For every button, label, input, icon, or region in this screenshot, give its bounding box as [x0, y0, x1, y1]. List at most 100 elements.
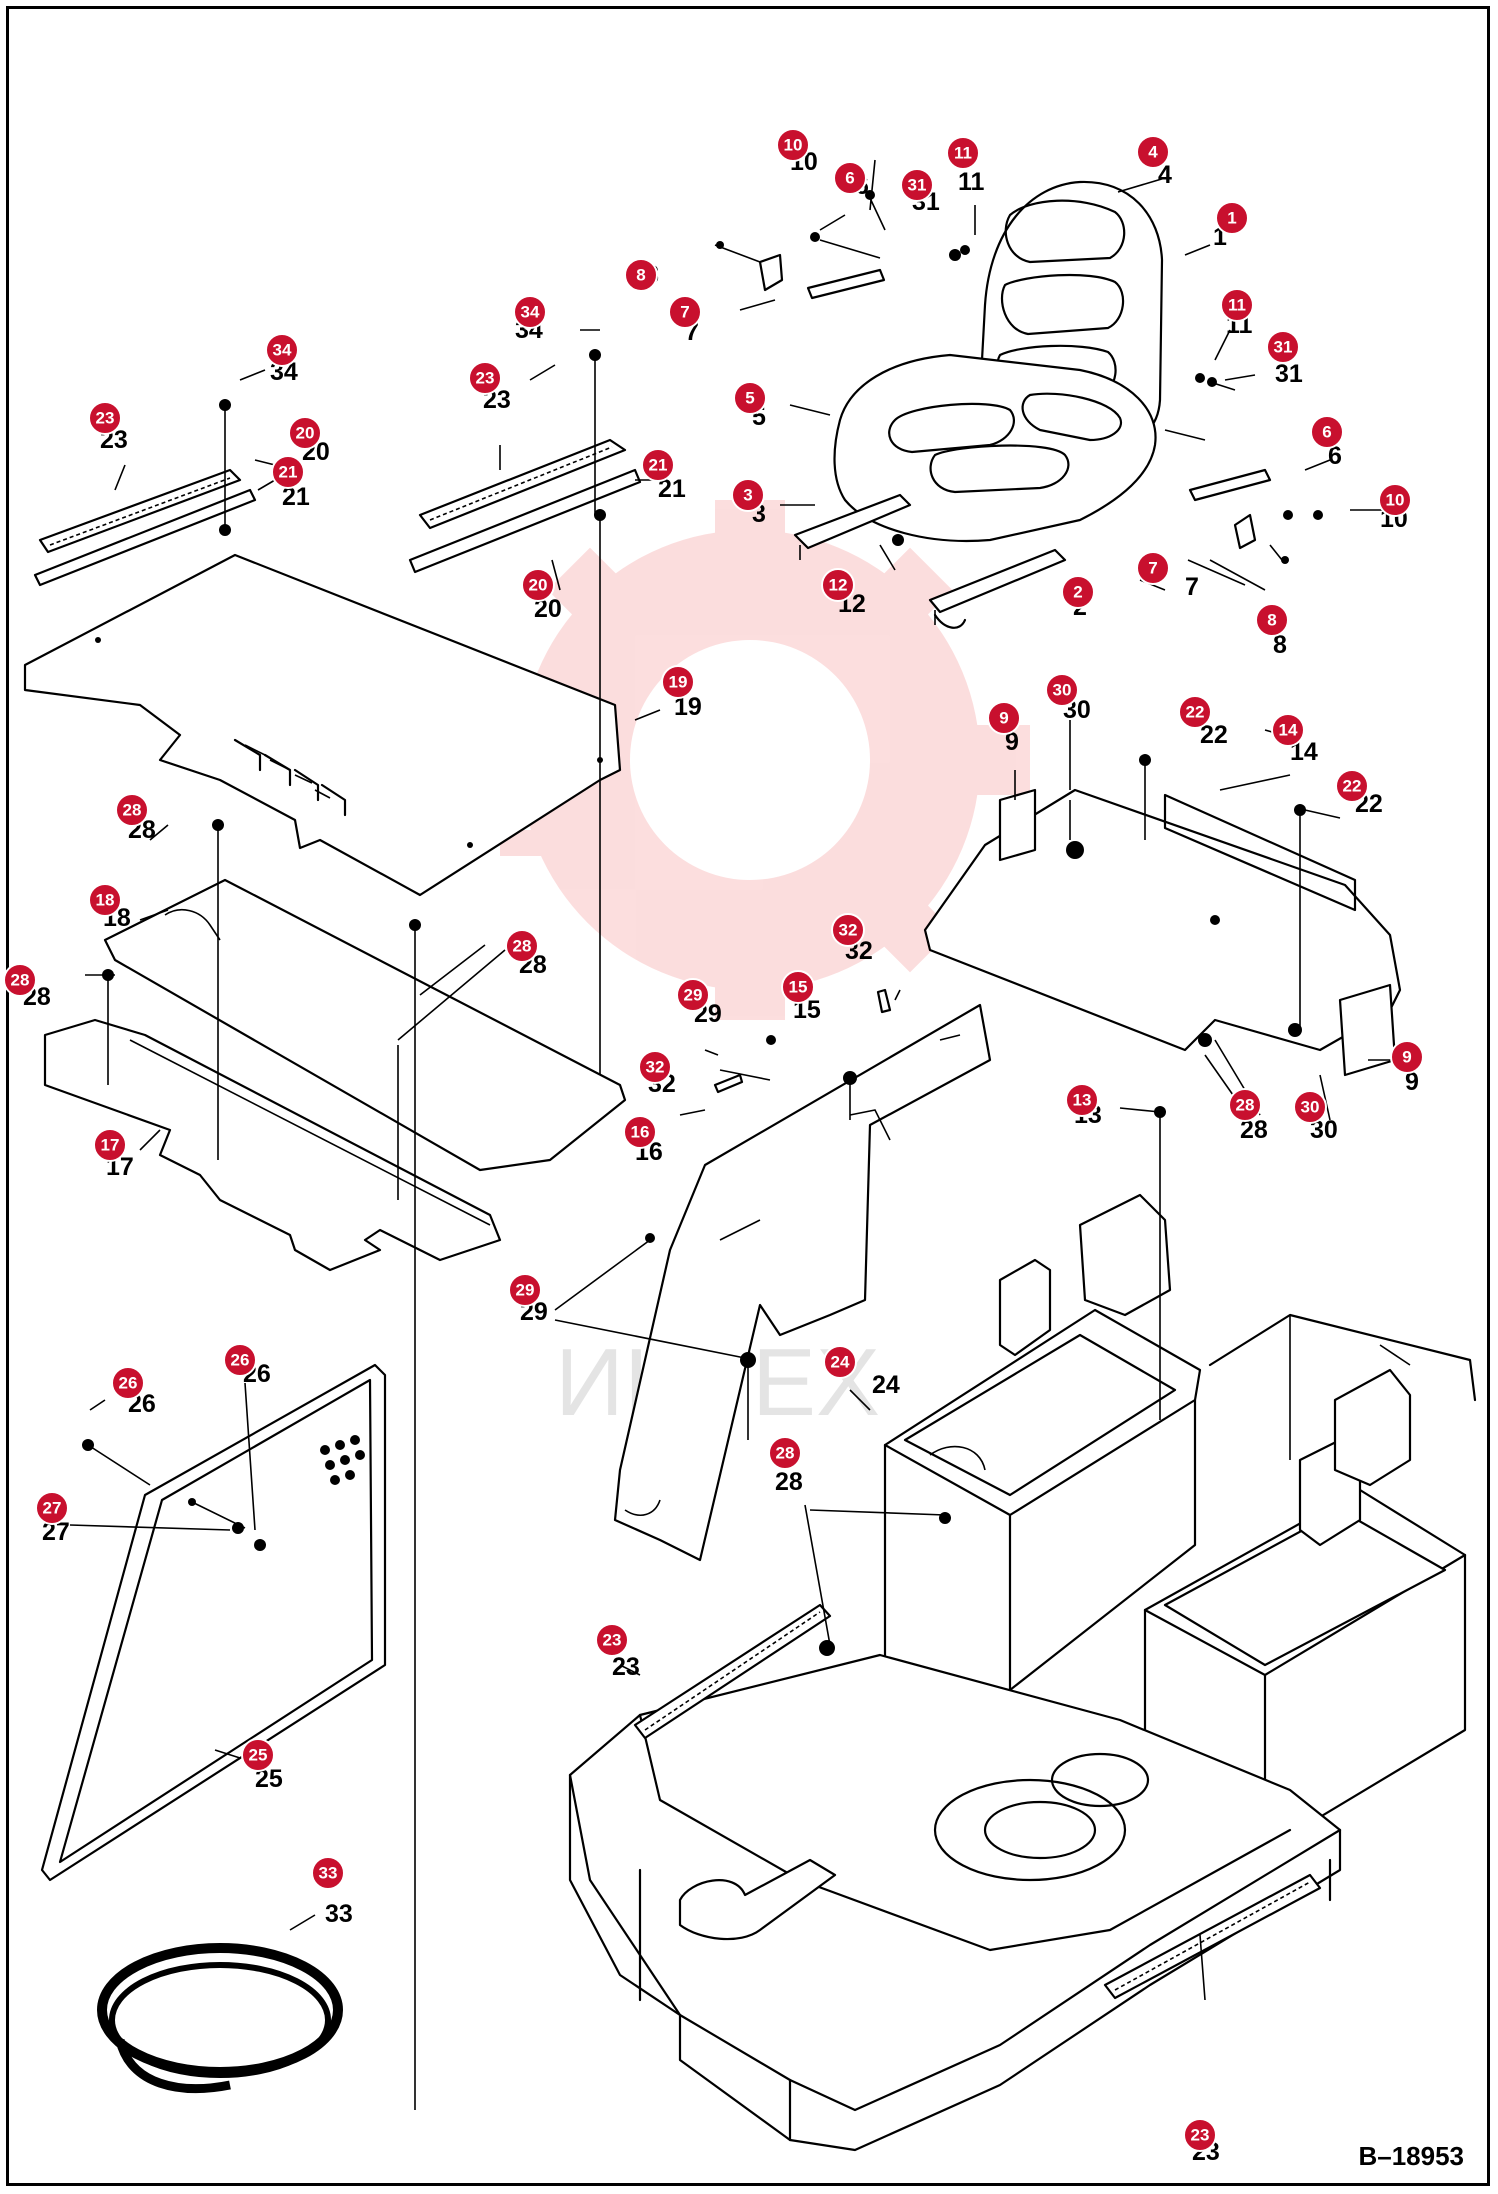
callout-5: 5	[733, 381, 767, 415]
callout-33: 33	[311, 1856, 345, 1890]
svg-text:11: 11	[1228, 296, 1246, 315]
svg-text:10: 10	[784, 136, 803, 155]
svg-text:26: 26	[231, 1351, 250, 1370]
callout-2: 2	[1061, 575, 1095, 609]
strip-23-left	[33, 468, 257, 587]
callout-6a: 6	[833, 161, 867, 195]
svg-text:13: 13	[1073, 1091, 1092, 1110]
svg-text:20: 20	[529, 576, 548, 595]
strip-23-middle	[408, 438, 642, 574]
callout-28c: 28	[3, 963, 37, 997]
callout-28b: 28	[505, 929, 539, 963]
callout-3: 3	[731, 478, 765, 512]
callout-15: 15	[781, 970, 815, 1004]
console-24	[883, 1193, 1202, 1722]
callout-29b: 29	[508, 1273, 542, 1307]
svg-text:18: 18	[96, 891, 115, 910]
svg-text:23: 23	[1191, 2126, 1210, 2145]
callout-23d: 23	[1183, 2118, 1217, 2152]
svg-text:23: 23	[476, 369, 495, 388]
svg-text:22: 22	[1343, 777, 1362, 796]
svg-text:11: 11	[954, 144, 972, 163]
callout-30a: 30	[1045, 673, 1079, 707]
svg-text:9: 9	[999, 709, 1008, 728]
callout-7a: 7	[668, 295, 702, 329]
svg-text:10: 10	[1386, 491, 1405, 510]
svg-text:31: 31	[1275, 360, 1303, 388]
callout-10b: 10	[1378, 483, 1412, 517]
svg-text:34: 34	[273, 341, 292, 360]
callout-22b: 22	[1335, 769, 1369, 803]
svg-text:32: 32	[646, 1058, 665, 1077]
callout-28e: 28	[1228, 1088, 1262, 1122]
callout-7b: 7	[1136, 551, 1170, 585]
svg-text:1: 1	[1227, 209, 1236, 228]
svg-text:5: 5	[745, 389, 754, 408]
callout-32b: 32	[638, 1050, 672, 1084]
svg-text:32: 32	[839, 921, 858, 940]
svg-text:29: 29	[684, 986, 703, 1005]
leader-lines	[69, 159, 1400, 2001]
callout-17: 17	[93, 1128, 127, 1162]
svg-text:9: 9	[1402, 1048, 1411, 1067]
base-frame	[568, 1313, 1477, 2152]
svg-text:9: 9	[1005, 728, 1019, 756]
callout-8a: 8	[624, 258, 658, 292]
svg-text:24: 24	[831, 1353, 850, 1372]
svg-text:7: 7	[1148, 559, 1157, 578]
svg-text:25: 25	[249, 1746, 268, 1765]
svg-text:21: 21	[279, 463, 298, 482]
drawing-reference: B–18953	[1358, 2141, 1464, 2171]
svg-text:24: 24	[872, 1371, 900, 1399]
callout-21a: 21	[271, 455, 305, 489]
bracket-16	[613, 1003, 992, 1562]
svg-text:14: 14	[1279, 721, 1298, 740]
svg-text:2: 2	[1073, 583, 1082, 602]
callout-28d: 28	[768, 1436, 802, 1470]
svg-text:6: 6	[1322, 423, 1331, 442]
hose-33	[97, 1943, 343, 2094]
callout-28a: 28	[115, 793, 149, 827]
svg-text:23: 23	[96, 409, 115, 428]
callout-4: 4	[1136, 135, 1170, 169]
callout-badges: 1 2 3 4 5 6 6 7 7 8 8 9 9 10 10 11 11 12…	[3, 128, 1424, 2152]
floor-panel-19	[23, 553, 622, 897]
callout-6b: 6	[1310, 415, 1344, 449]
callout-25: 25	[241, 1738, 275, 1772]
seat-assembly	[714, 180, 1323, 629]
svg-text:29: 29	[516, 1281, 535, 1300]
callout-9a: 9	[987, 701, 1021, 735]
callout-29a: 29	[676, 978, 710, 1012]
callout-23b: 23	[468, 361, 502, 395]
svg-text:28: 28	[513, 937, 532, 956]
svg-text:34: 34	[521, 303, 540, 322]
svg-text:16: 16	[631, 1123, 650, 1142]
svg-text:17: 17	[101, 1136, 120, 1155]
svg-text:23: 23	[612, 1653, 640, 1681]
callout-10a: 10	[776, 128, 810, 162]
svg-text:15: 15	[789, 978, 808, 997]
callout-24: 24	[823, 1345, 857, 1379]
callout-22a: 22	[1178, 695, 1212, 729]
callout-23c: 23	[595, 1623, 629, 1657]
callout-23a: 23	[88, 401, 122, 435]
svg-text:6: 6	[1328, 442, 1342, 470]
svg-text:21: 21	[649, 456, 668, 475]
svg-text:8: 8	[1267, 611, 1276, 630]
svg-text:30: 30	[1053, 681, 1072, 700]
svg-text:28: 28	[123, 801, 142, 820]
callout-34b: 34	[513, 295, 547, 329]
callout-9b: 9	[1390, 1040, 1424, 1074]
svg-text:23: 23	[603, 1631, 622, 1650]
callout-26b: 26	[223, 1343, 257, 1377]
svg-text:3: 3	[743, 486, 752, 505]
callout-13: 13	[1065, 1083, 1099, 1117]
callout-26a: 26	[111, 1366, 145, 1400]
callout-11b: 11	[1220, 288, 1254, 322]
panel-18	[103, 878, 627, 1172]
callout-32a: 32	[831, 913, 865, 947]
callout-18: 18	[88, 883, 122, 917]
callout-34a: 34	[265, 333, 299, 367]
svg-text:28: 28	[11, 971, 30, 990]
callout-31a: 31	[900, 168, 934, 202]
